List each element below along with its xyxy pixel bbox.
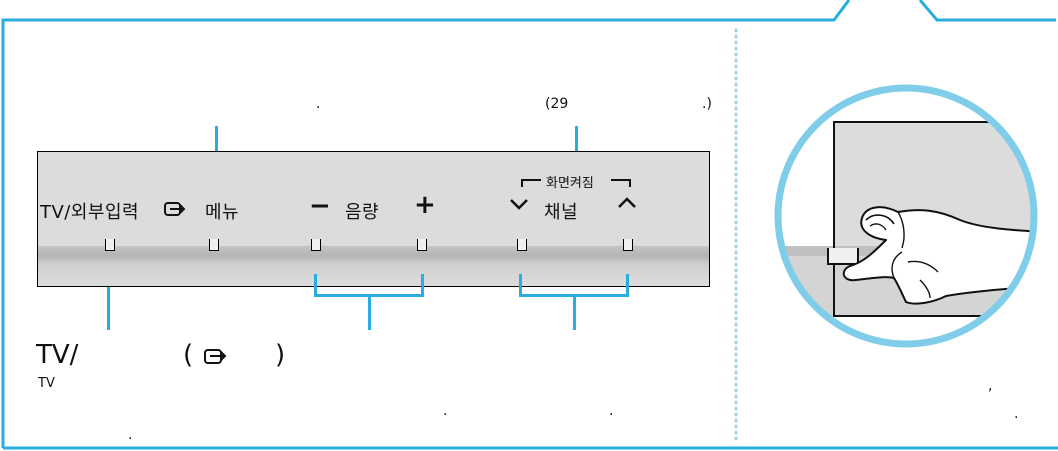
menu-button[interactable]	[209, 239, 219, 251]
volume-down-button[interactable]	[311, 239, 321, 251]
tv-prefix-label: TV/	[36, 340, 79, 370]
side-comma: ,	[988, 378, 993, 394]
input-source-icon-callout	[204, 349, 227, 364]
note-period-3: .	[609, 403, 614, 419]
control-panel	[37, 151, 710, 287]
volume-plus-symbol: +	[414, 190, 436, 220]
volume-label: 음량	[345, 202, 380, 223]
volume-callout-line	[368, 296, 371, 330]
page-reference-close: .)	[702, 96, 712, 112]
paren-open: (	[183, 340, 194, 370]
screen-callout-line	[575, 126, 578, 170]
paren-close: )	[275, 340, 286, 370]
channel-bracket-bottom	[519, 294, 629, 297]
channel-up-button[interactable]	[623, 239, 633, 251]
note-period-2: .	[443, 403, 448, 419]
menu-label: 메뉴	[205, 202, 240, 223]
note-period-4: .	[128, 427, 133, 443]
channel-label: 채널	[544, 202, 579, 223]
tv-input-label: TV/외부입력	[40, 202, 140, 223]
tv-input-button[interactable]	[105, 239, 115, 251]
volume-up-button[interactable]	[417, 239, 427, 251]
screen-on-bracket	[521, 179, 631, 187]
volume-bracket-left	[314, 274, 317, 296]
channel-bracket-right	[626, 274, 629, 296]
channel-down-button[interactable]	[517, 239, 527, 251]
channel-down-chevron-icon	[510, 199, 528, 210]
channel-up-chevron-icon	[618, 197, 636, 208]
screen-on-label: 화면켜짐	[546, 176, 594, 191]
side-period: .	[1014, 406, 1019, 422]
page-reference-open: (29	[545, 96, 569, 112]
hand-pressing-button-illustration	[774, 84, 1038, 348]
note-period-1: .	[316, 96, 321, 112]
volume-bracket-bottom	[314, 294, 424, 297]
tv-small-label: TV	[38, 376, 55, 391]
tv-input-callout-line	[107, 287, 110, 330]
channel-callout-line	[573, 296, 576, 330]
input-source-icon	[164, 202, 186, 216]
volume-minus-symbol: −	[309, 191, 331, 221]
volume-bracket-right	[421, 274, 424, 296]
channel-bracket-left	[519, 274, 522, 296]
